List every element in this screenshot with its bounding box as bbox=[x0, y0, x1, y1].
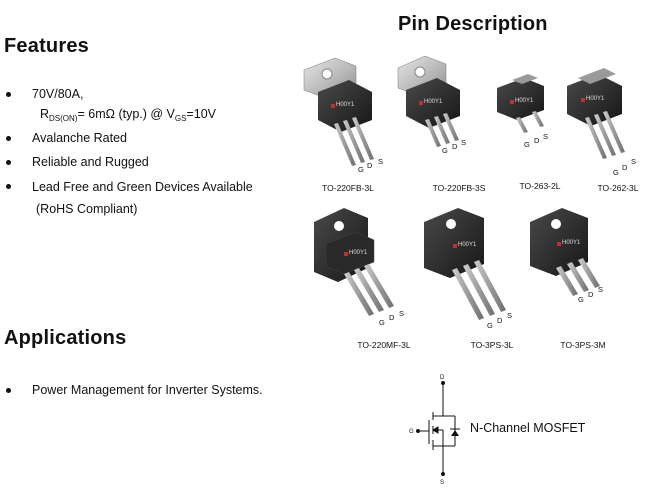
logo-icon bbox=[331, 104, 335, 108]
pin-d-label: D bbox=[534, 136, 540, 145]
package-to220mf-3l: H00Y1 bbox=[314, 208, 394, 316]
package-to220fb-3l: H00Y1 bbox=[303, 57, 374, 166]
feature-item: Lead Free and Green Devices Available bbox=[32, 180, 253, 194]
pin-g-label: G bbox=[379, 318, 385, 327]
pin-s-label: S bbox=[543, 132, 548, 141]
pin-g-label: G bbox=[442, 146, 448, 155]
bullet-icon bbox=[6, 92, 11, 97]
package-label: TO-3PS-3L bbox=[470, 340, 514, 350]
package-to262-3l: H00Y1 bbox=[567, 68, 625, 159]
marking-text: H00Y1 bbox=[336, 102, 355, 108]
pin-description-title: Pin Description bbox=[398, 13, 548, 35]
pin-g-label: G bbox=[487, 321, 493, 330]
pin-s-label: S bbox=[399, 309, 404, 318]
pin-d-label: D bbox=[452, 142, 458, 151]
features-title: Features bbox=[4, 35, 89, 57]
marking-text: H00Y1 bbox=[562, 240, 581, 246]
schematic-g-label: G bbox=[409, 429, 414, 435]
mosfet-type-label: N-Channel MOSFET bbox=[470, 421, 586, 435]
pin-g-label: G bbox=[578, 295, 584, 304]
marking-text: H00Y1 bbox=[458, 242, 477, 248]
package-label: TO-220MF-3L bbox=[357, 340, 411, 350]
pin-s-label: S bbox=[507, 311, 512, 320]
pin-d-label: D bbox=[367, 161, 373, 170]
package-to3ps-3m: H00Y1 bbox=[530, 208, 600, 296]
package-to3ps-3l: H00Y1 bbox=[424, 208, 506, 320]
marking-text: H00Y1 bbox=[515, 98, 534, 104]
feature-rds: RDS(ON)= 6mΩ (typ.) @ VGS=10V bbox=[40, 107, 216, 123]
bullet-icon bbox=[6, 160, 11, 165]
pin-s-label: S bbox=[631, 157, 636, 166]
pin-s-label: S bbox=[598, 285, 603, 294]
marking-text: H00Y1 bbox=[424, 99, 443, 105]
package-label: TO-262-3L bbox=[597, 183, 639, 193]
features-list: 70V/80A, RDS(ON)= 6mΩ (typ.) @ VGS=10V A… bbox=[0, 0, 300, 230]
logo-icon bbox=[557, 242, 561, 246]
package-to263-2l: H00Y1 bbox=[497, 74, 544, 133]
pin-g-label: G bbox=[524, 140, 530, 149]
pin-d-label: D bbox=[497, 316, 503, 325]
pin-s-label: S bbox=[378, 157, 383, 166]
applications-title: Applications bbox=[4, 327, 127, 349]
package-label: TO-220FB-3L bbox=[322, 183, 374, 193]
feature-rohs: (RoHS Compliant) bbox=[36, 202, 138, 216]
logo-icon bbox=[510, 100, 514, 104]
bullet-icon bbox=[6, 136, 11, 141]
package-to220fb-3s: H00Y1 bbox=[397, 55, 460, 147]
feature-item: Avalanche Rated bbox=[32, 131, 127, 145]
logo-icon bbox=[581, 98, 585, 102]
pin-d-label: D bbox=[389, 313, 395, 322]
feature-item: Reliable and Rugged bbox=[32, 155, 149, 169]
bullet-icon bbox=[6, 184, 11, 189]
logo-icon bbox=[344, 252, 348, 256]
marking-text: H00Y1 bbox=[349, 250, 368, 256]
pin-d-label: D bbox=[588, 290, 594, 299]
pin-s-label: S bbox=[461, 138, 466, 147]
pin-g-label: G bbox=[358, 165, 364, 174]
logo-icon bbox=[453, 244, 457, 248]
logo-icon bbox=[419, 101, 423, 105]
feature-rating: 70V/80A, bbox=[32, 87, 84, 101]
application-item: Power Management for Inverter Systems. bbox=[32, 383, 263, 397]
pin-d-label: D bbox=[622, 163, 628, 172]
package-label: TO-3PS-3M bbox=[560, 340, 606, 350]
package-label: TO-220FB-3S bbox=[432, 183, 486, 193]
marking-text: H00Y1 bbox=[586, 96, 605, 102]
schematic-s-label: S bbox=[440, 480, 444, 486]
pin-g-label: G bbox=[613, 168, 619, 177]
bullet-icon bbox=[6, 388, 11, 393]
mosfet-symbol-icon bbox=[416, 381, 460, 476]
pin-labels: G D S G D S G D S G D S G D S G D S G D … bbox=[358, 132, 636, 330]
schematic-d-label: D bbox=[440, 375, 445, 381]
package-label: TO-263-2L bbox=[519, 181, 561, 191]
